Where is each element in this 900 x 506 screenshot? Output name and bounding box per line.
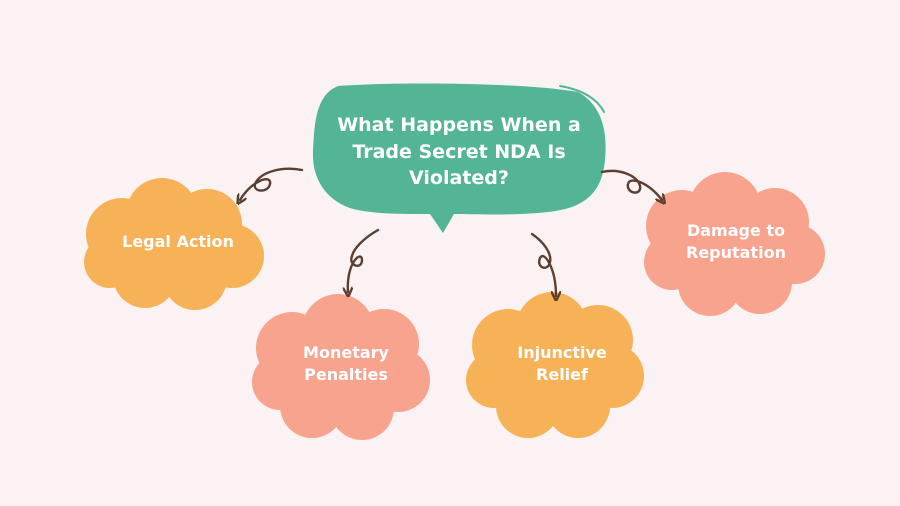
- arrow-to-damage-to-reputation: [600, 169, 662, 200]
- arrow-to-injunctive-relief: [530, 232, 556, 296]
- cloud-injunctive-relief: [466, 292, 644, 438]
- node-label-injunctive-relief: Injunctive Relief: [517, 343, 607, 384]
- node-label-damage-to-reputation: Damage to Reputation: [686, 221, 786, 262]
- central-question: What Happens When a Trade Secret NDA Is …: [337, 113, 581, 190]
- node-label-legal-action: Legal Action: [122, 232, 234, 252]
- arrow-to-monetary-penalties: [348, 228, 380, 292]
- center-speech-bubble: [312, 83, 606, 233]
- arrow-to-legal-action: [240, 167, 304, 200]
- cloud-legal-action: [84, 178, 264, 310]
- node-label-monetary-penalties: Monetary Penalties: [303, 343, 389, 384]
- cloud-monetary-penalties: [252, 294, 430, 440]
- cloud-damage-to-reputation: [644, 172, 825, 316]
